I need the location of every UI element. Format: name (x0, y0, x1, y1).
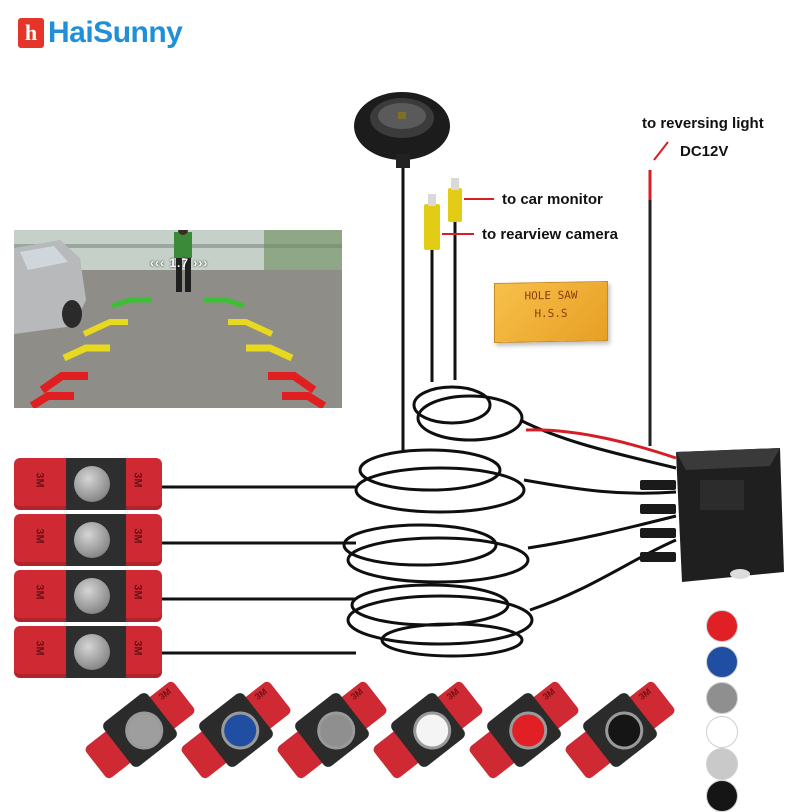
color-swatch-white (706, 716, 738, 748)
label-dc12v: DC12V (680, 143, 729, 160)
sensor-eye-icon (74, 578, 110, 614)
distance-value: 1.7 (169, 256, 190, 270)
hole-saw-box: HOLE SAW H.S.S (494, 281, 608, 343)
sensor-eye-icon (74, 466, 110, 502)
color-swatch-red (706, 610, 738, 642)
sensor-brand-label: 3M (131, 528, 144, 544)
label-to-rearview-camera: to rearview camera (482, 226, 618, 243)
sensor-brand-label: 3M (33, 584, 46, 600)
color-swatch-silver (706, 748, 738, 780)
control-box-icon (676, 448, 784, 582)
parking-guidelines-image (14, 230, 342, 408)
sensor-strip: 3M 3M (14, 514, 162, 566)
color-swatch-black (706, 780, 738, 812)
hole-saw-title: HOLE SAW (524, 288, 578, 303)
sensor-brand-label: 3M (540, 686, 557, 702)
rca-plug-camera-icon (424, 194, 440, 382)
brand-logo: h HaiSunny (18, 16, 183, 50)
sensor-brand-label: 3M (33, 640, 46, 656)
sensor-brand-label: 3M (131, 472, 144, 488)
sensor-brand-label: 3M (33, 528, 46, 544)
buzzer-icon (354, 92, 450, 168)
sensor-eye-icon (74, 522, 110, 558)
distance-readout: ‹‹‹ 1.7 ››› (150, 256, 208, 270)
sensor-brand-label: 3M (444, 686, 461, 702)
sensor-brand-label: 3M (131, 640, 144, 656)
hole-saw-subtitle: H.S.S (534, 306, 568, 321)
logo-badge: h (18, 18, 44, 48)
color-swatch-blue (706, 646, 738, 678)
sensor-brand-label: 3M (252, 686, 269, 702)
sensor-brand-label: 3M (636, 686, 653, 702)
sensor-strip: 3M 3M (14, 570, 162, 622)
rearview-camera-screen: ‹‹‹ 1.7 ››› (14, 230, 342, 408)
sensor-strip: 3M 3M (14, 626, 162, 678)
left-arrows-icon: ‹‹‹ (150, 256, 165, 270)
color-swatch-gray (706, 682, 738, 714)
brand-name: HaiSunny (48, 16, 183, 49)
sensor-brand-label: 3M (131, 584, 144, 600)
sensor-strip: 3M 3M (14, 458, 162, 510)
sensor-eye-icon (74, 634, 110, 670)
label-to-car-monitor: to car monitor (502, 191, 603, 208)
sensor-brand-label: 3M (348, 686, 365, 702)
sensor-brand-label: 3M (33, 472, 46, 488)
sensor-brand-label: 3M (156, 686, 173, 702)
right-arrows-icon: ››› (193, 256, 209, 270)
label-to-reversing-light: to reversing light (642, 115, 764, 132)
rca-plug-monitor-icon (448, 178, 462, 380)
